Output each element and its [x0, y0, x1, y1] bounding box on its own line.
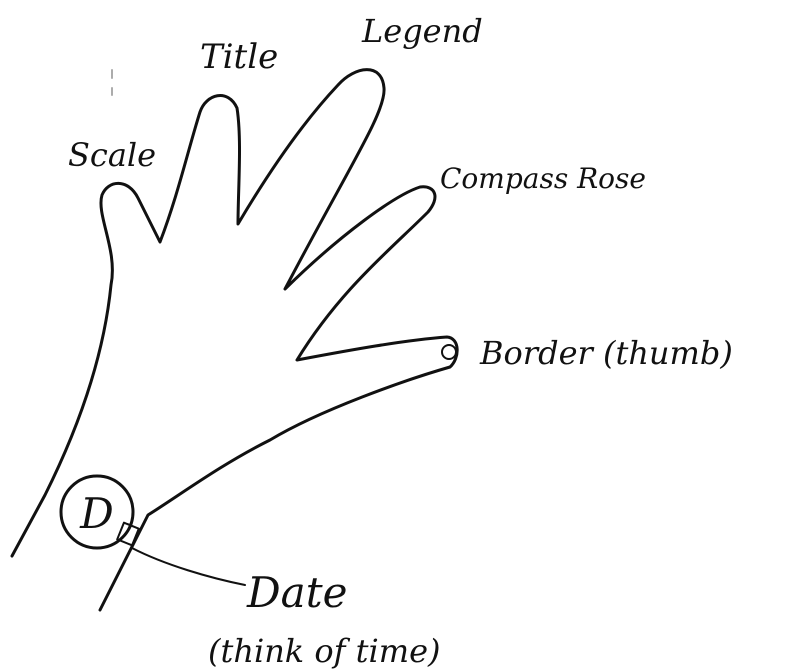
title-label: Title — [200, 37, 278, 77]
border-label: Border (thumb) — [479, 334, 733, 372]
thumb-tip-circle — [442, 345, 456, 359]
legend-label: Legend — [361, 12, 483, 50]
wrist-letter: D — [79, 489, 114, 538]
compass-rose-label: Compass Rose — [440, 162, 646, 195]
date-label: Date — [246, 568, 347, 617]
scale-label: Scale — [68, 136, 156, 174]
date-leader-line — [132, 548, 245, 585]
date-note-label: (think of time) — [208, 632, 441, 670]
